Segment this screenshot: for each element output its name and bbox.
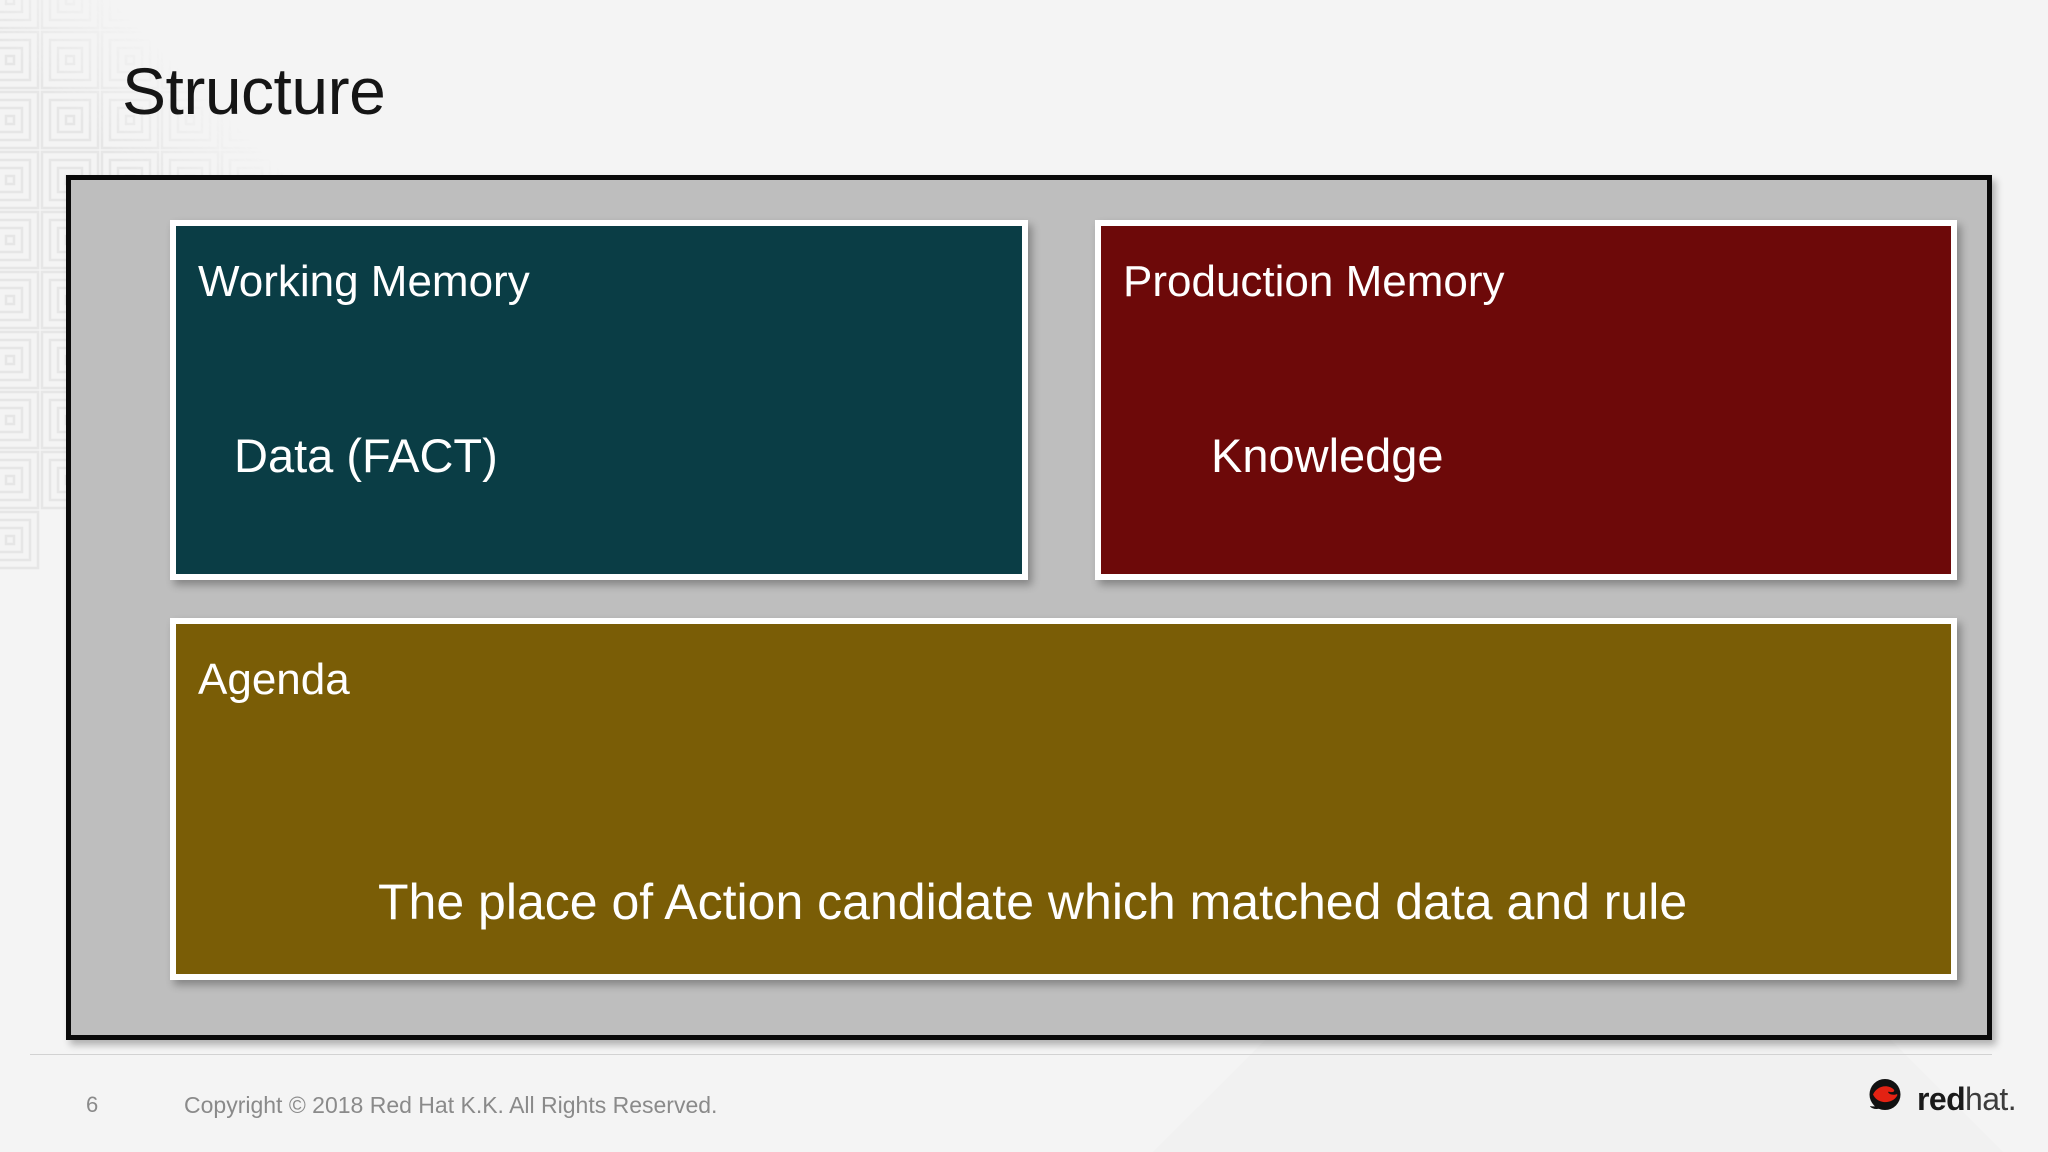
agenda-heading: Agenda	[198, 655, 350, 704]
redhat-logo: redhat.	[1864, 1078, 2017, 1119]
structure-diagram-frame: Working Memory Data (FACT) Production Me…	[66, 175, 1992, 1040]
agenda-box: Agenda The place of Action candidate whi…	[170, 618, 1957, 980]
production-memory-heading: Production Memory	[1123, 257, 1505, 306]
production-memory-body: Knowledge	[1211, 429, 1444, 482]
redhat-wordmark-hat: hat.	[1965, 1080, 2017, 1117]
working-memory-body: Data (FACT)	[234, 429, 498, 482]
agenda-body: The place of Action candidate which matc…	[378, 874, 1688, 930]
working-memory-heading: Working Memory	[198, 257, 530, 306]
copyright-text: Copyright © 2018 Red Hat K.K. All Rights…	[184, 1092, 718, 1118]
working-memory-box: Working Memory Data (FACT)	[170, 220, 1028, 580]
page-title: Structure	[122, 54, 386, 128]
shadowman-icon	[1864, 1078, 1908, 1119]
slide-number: 6	[86, 1092, 99, 1117]
production-memory-box: Production Memory Knowledge	[1095, 220, 1957, 580]
footer-divider	[30, 1054, 1992, 1055]
redhat-wordmark: redhat.	[1917, 1080, 2017, 1117]
redhat-wordmark-red: red	[1917, 1080, 1966, 1117]
